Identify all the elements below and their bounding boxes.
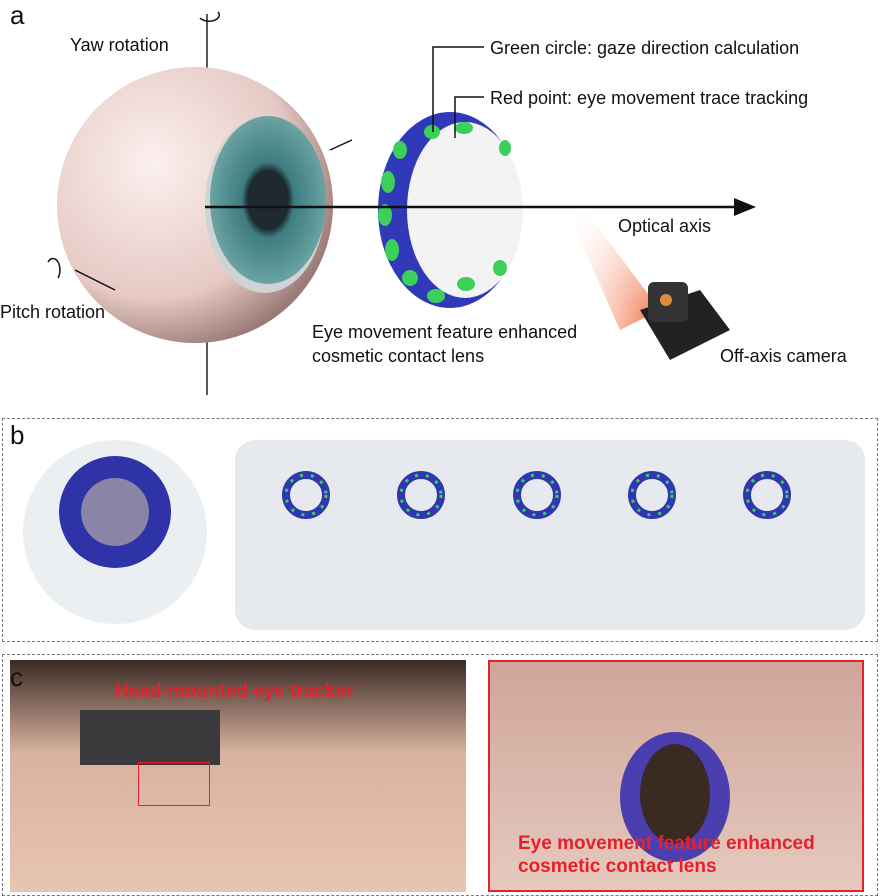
pitch-rotation-label: Pitch rotation xyxy=(0,302,106,322)
panel-a-letter: a xyxy=(10,0,25,30)
lens-photos xyxy=(23,440,865,630)
eye-highlight-box xyxy=(138,762,210,806)
pitch-rotation-icon xyxy=(47,257,61,279)
yaw-rotation-icon xyxy=(199,11,221,22)
panel-b-letter: b xyxy=(10,420,25,450)
yaw-rotation-label: Yaw rotation xyxy=(70,35,169,55)
closeup-eye-photo xyxy=(488,660,864,892)
closeup-label-line1: Eye movement feature enhanced xyxy=(518,833,815,854)
panel-c-letter: c xyxy=(10,662,23,692)
camera-label: Off-axis camera xyxy=(720,346,847,366)
optical-axis-label: Optical axis xyxy=(618,216,712,236)
lens-case xyxy=(235,440,865,630)
eye-diagram xyxy=(47,11,756,395)
green-circle-label: Green circle: gaze direction calculation xyxy=(490,38,800,58)
tracker-label: Head-mounted eye tracker xyxy=(115,681,354,702)
off-axis-camera xyxy=(640,282,730,360)
camera-view-cone xyxy=(540,150,660,330)
iris xyxy=(210,116,326,284)
tracker-device xyxy=(80,710,220,765)
head-tracker-photo xyxy=(10,660,466,892)
red-point-label: Red point: eye movement trace tracking xyxy=(490,88,809,108)
lens-label-line1: Eye movement feature enhanced xyxy=(312,322,578,342)
panel-b-frame xyxy=(2,418,878,642)
lens-label-line2: cosmetic contact lens xyxy=(312,346,485,366)
lens-green-dots xyxy=(378,122,511,303)
closeup-label-line2: cosmetic contact lens xyxy=(518,856,717,877)
